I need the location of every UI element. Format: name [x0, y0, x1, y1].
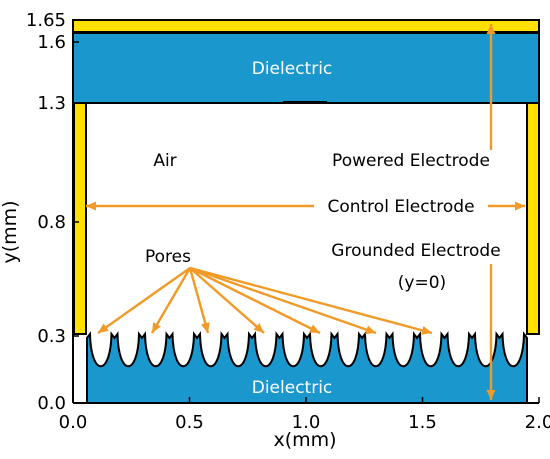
grounded-note-label: (y=0): [398, 273, 446, 293]
pore-arrow-head: [152, 322, 161, 333]
dielectric-top-label: Dielectric: [252, 59, 333, 79]
grounded-arrow-head: [486, 390, 496, 400]
control-arrow-right-head: [515, 201, 525, 211]
powered-arrow-head: [486, 24, 496, 34]
powered-electrode: [72, 19, 540, 33]
y-tick-label: 1.65: [26, 10, 66, 31]
top-dielectric-notch: [283, 101, 327, 104]
pore-arrow: [150, 267, 192, 334]
grounded-electrode-label: Grounded Electrode: [331, 241, 500, 261]
y-tick-label: 0.0: [37, 393, 66, 414]
x-tick-label: 2.0: [525, 412, 550, 433]
y-tick-label: 0.3: [37, 326, 66, 347]
pore-arrow: [188, 267, 210, 334]
air-label: Air: [153, 151, 176, 171]
y-tick-label: 1.3: [37, 93, 66, 114]
pores-label: Pores: [145, 247, 191, 267]
pore-arrow: [189, 266, 433, 335]
axis-ticks: 0.0 0.5 1.0 1.5 2.0 0.0 0.3 0.8 1.3 1.61.65: [26, 10, 550, 433]
pore-arrow: [189, 266, 377, 335]
x-tick-label: 1.0: [292, 412, 321, 433]
pore-arrow-head: [365, 325, 376, 334]
bottom-dielectric: [86, 331, 528, 404]
control-electrode-right: [526, 102, 540, 335]
pore-arrow-head: [309, 324, 320, 333]
pore-arrow-head: [200, 322, 210, 333]
pore-arrow-head: [421, 326, 432, 335]
y-axis-title: y(mm): [0, 200, 21, 263]
x-tick-label: 0.0: [59, 412, 88, 433]
powered-electrode-label: Powered Electrode: [332, 151, 490, 171]
control-arrow-left-head: [86, 201, 96, 211]
y-tick-label: 0.8: [37, 212, 66, 233]
pore-arrow-head: [98, 323, 109, 333]
pore-arrow: [97, 267, 191, 334]
x-axis-title: x(mm): [273, 429, 336, 451]
y-tick-label: 1.6: [37, 32, 66, 53]
x-tick-label: 1.5: [408, 412, 437, 433]
pore-arrow-head: [253, 323, 264, 333]
pore-surface: [86, 331, 528, 404]
control-electrode-label: Control Electrode: [327, 197, 474, 217]
pore-arrow: [189, 266, 321, 335]
x-tick-label: 0.5: [175, 412, 204, 433]
control-electrode-left: [73, 102, 87, 335]
dielectric-bottom-label: Dielectric: [252, 378, 333, 398]
pore-arrow: [189, 267, 265, 334]
top-dielectric: [72, 32, 540, 104]
annotation-arrows: [86, 24, 525, 400]
